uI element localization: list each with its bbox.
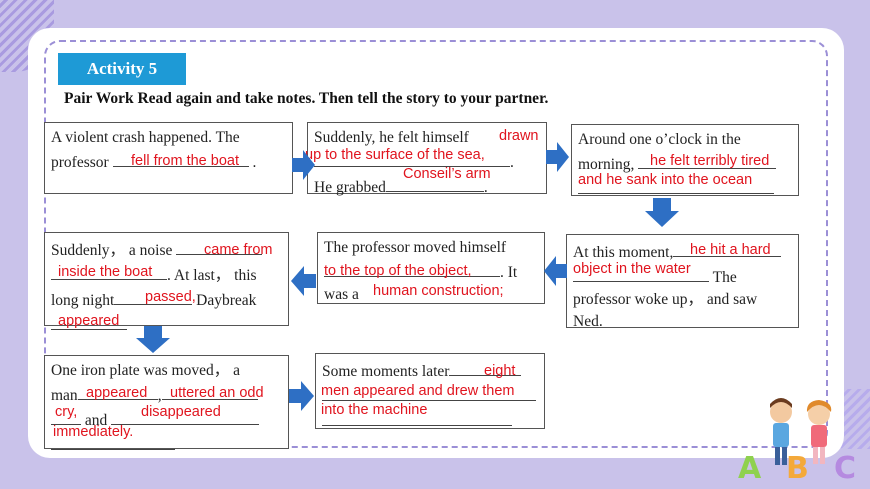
- box7-blank-1: [77, 382, 158, 400]
- box4-blank-2: [51, 262, 167, 280]
- letter-a: A: [738, 451, 762, 482]
- answer-human-construction: human construction;: [373, 283, 504, 299]
- box7-and: and: [84, 412, 108, 429]
- answer-hit-a-hard: he hit a hard: [690, 242, 771, 258]
- answer-fell-from-boat: fell from the boat: [131, 153, 239, 169]
- box2-line2-end: .: [510, 154, 514, 171]
- box6-line4: Ned.: [573, 313, 603, 330]
- box6-blank-2: [573, 264, 709, 282]
- box4-blank-1: [176, 237, 263, 255]
- box5-line2-end: . It: [500, 264, 518, 281]
- box3-blank-2: [578, 176, 774, 194]
- arrow-down-icon: [645, 198, 679, 227]
- box7-blank-5: [51, 432, 175, 450]
- box8-line1: Some moments later: [322, 363, 450, 380]
- arrow-right-icon: [289, 381, 314, 411]
- box2-line3-end: .: [483, 179, 488, 196]
- story-box-8: Some moments later: [315, 353, 545, 429]
- letter-b: B: [786, 451, 809, 482]
- box2-line1: Suddenly, he felt himself: [314, 129, 469, 146]
- box7-comma: ,: [157, 387, 162, 404]
- answer-cry: cry,: [55, 404, 78, 420]
- box4-blank-3: [114, 287, 193, 305]
- letter-c: C: [834, 451, 856, 482]
- answer-appeared-man: appeared: [86, 385, 148, 401]
- answer-terribly-tired: he felt terribly tired: [650, 153, 770, 169]
- box5-line1: The professor moved himself: [324, 239, 507, 256]
- answer-immediately: immediately.: [53, 424, 134, 440]
- box3-line2: morning,: [578, 156, 635, 173]
- story-box-4: Suddenly， a noise . At last， this long n…: [44, 232, 289, 330]
- box6-line2-end: The: [712, 269, 737, 286]
- box2-blank-1: [314, 149, 510, 167]
- answer-uttered-odd: uttered an odd: [170, 385, 264, 401]
- answer-top-of-object: to the top of the object,: [324, 263, 472, 279]
- box6-line3: professor woke up， and saw: [573, 291, 758, 308]
- answer-conseils-arm: Conseil’s arm: [403, 166, 491, 182]
- box8-blank-3: [322, 408, 512, 426]
- box2-blank-2: [385, 174, 484, 192]
- box8-blank-2: [322, 383, 536, 401]
- answer-came-from: came from: [204, 242, 273, 258]
- arrow-left-icon: [544, 256, 567, 286]
- arrow-right-icon: [292, 150, 315, 180]
- box6-blank-1: [673, 239, 782, 257]
- box4-line3: long night: [51, 292, 115, 309]
- arrow-down-icon: [136, 326, 170, 353]
- box1-line1: A violent crash happened. The: [51, 129, 240, 146]
- activity-title: Activity 5: [58, 53, 186, 85]
- box3-blank-1: [638, 151, 777, 169]
- box7-blank-4: [111, 407, 260, 425]
- box6-line1: At this moment,: [573, 244, 674, 261]
- answer-disappeared: disappeared: [141, 404, 221, 420]
- story-box-6: At this moment, The professor woke up， a…: [566, 234, 799, 330]
- answer-eight: eight: [484, 363, 516, 379]
- box7-blank-2: [161, 382, 258, 400]
- answer-men-appeared: men appeared and drew them: [321, 383, 515, 399]
- box1-line2-end: .: [252, 154, 257, 171]
- box3-line1: Around one o’clock in the: [578, 131, 741, 148]
- box1-line2: professor: [51, 154, 109, 171]
- answer-sank-into-ocean: and he sank into the ocean: [578, 172, 753, 188]
- box8-blank-1: [449, 358, 522, 376]
- answer-drawn: drawn: [499, 128, 539, 144]
- box5-blank-1: [324, 259, 500, 277]
- answer-appeared-daybreak: appeared: [58, 313, 120, 329]
- answer-into-machine: into the machine: [321, 402, 428, 418]
- box7-blank-3: [51, 407, 81, 425]
- instruction-text: Pair Work Read again and take notes. The…: [64, 90, 549, 107]
- story-box-3: Around one o’clock in the morning,: [571, 124, 799, 196]
- kids-abc-illustration-icon: A B C: [738, 398, 856, 482]
- answer-passed: passed,: [145, 289, 196, 305]
- box4-blank-4: [51, 312, 127, 330]
- story-box-7: One iron plate was moved， a man, and: [44, 355, 289, 450]
- box5-line3: was a: [324, 286, 359, 303]
- answer-object-in-water: object in the water: [573, 261, 691, 277]
- answer-inside-the-boat: inside the boat: [58, 264, 153, 280]
- answer-up-to-surface: up to the surface of the sea,: [305, 147, 485, 163]
- box2-line3: He grabbed: [314, 179, 386, 196]
- arrow-right-icon: [546, 142, 569, 172]
- story-box-5: The professor moved himself . It was a: [317, 232, 545, 304]
- box7-line2: man: [51, 387, 78, 404]
- arrow-left-icon: [291, 266, 316, 296]
- box4-line3-end: Daybreak: [196, 292, 257, 309]
- box4-line1: Suddenly， a noise: [51, 242, 173, 259]
- box4-line2-end: . At last， this: [167, 267, 257, 284]
- box1-blank: [112, 149, 249, 167]
- box7-line1: One iron plate was moved， a: [51, 362, 240, 379]
